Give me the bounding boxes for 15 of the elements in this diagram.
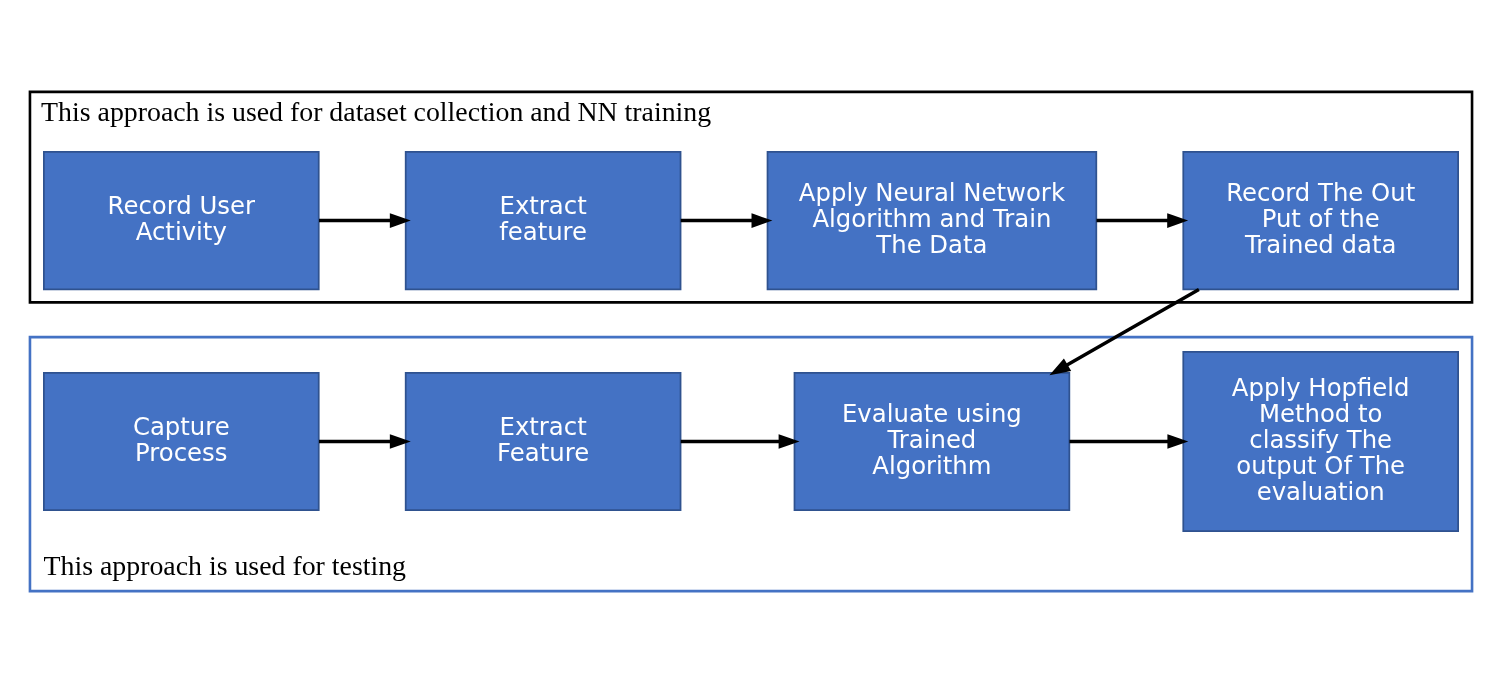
arrow	[1049, 287, 1200, 376]
arrow	[319, 434, 411, 449]
arrow	[680, 213, 773, 228]
node-box: Evaluate using Trained Algorithm	[793, 371, 1071, 512]
node-box: Extract feature	[404, 151, 682, 291]
arrow	[1069, 434, 1189, 449]
node-box: Apply Neural Network Algorithm and Train The Data	[766, 151, 1098, 291]
node-box: Record User Activity	[43, 151, 320, 291]
node-box: Capture Process	[43, 371, 320, 512]
arrow	[1096, 213, 1189, 228]
node-box: Extract Feature	[404, 371, 682, 512]
arrow	[680, 434, 800, 449]
node-box: Record The Out Put of the Trained data	[1182, 151, 1459, 291]
arrow	[319, 213, 411, 228]
node-box: Apply Hopfield Method to classify The output Of The evaluation	[1182, 351, 1459, 532]
